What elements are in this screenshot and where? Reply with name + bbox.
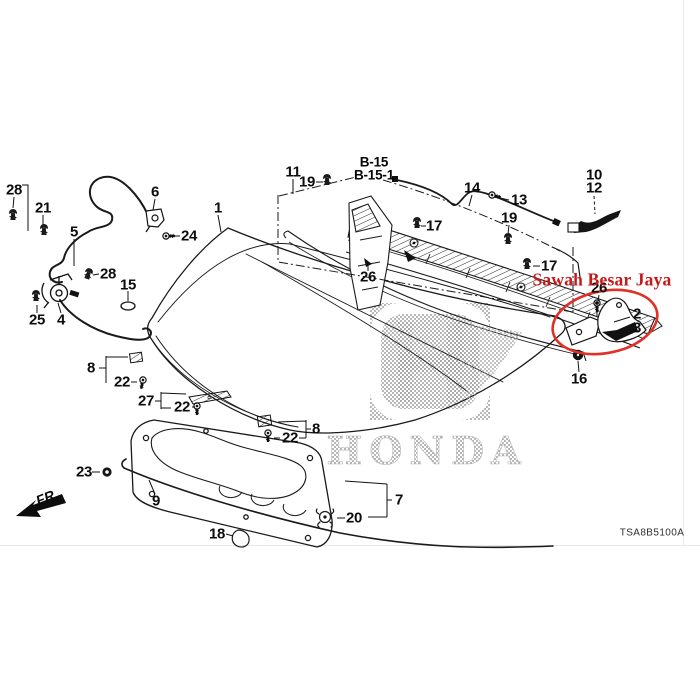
clip-icon — [522, 257, 532, 270]
bolt-icon — [192, 401, 202, 417]
bolt-icon — [136, 375, 148, 391]
molding-strip-icon — [188, 390, 232, 405]
seal-fastener-icon — [315, 508, 335, 528]
hood-seal-drawing — [121, 458, 554, 549]
clip-icon — [39, 223, 49, 236]
seal-ring-icon — [120, 301, 136, 311]
clip-icon — [128, 351, 144, 364]
section-reference: B-15 B-15-1 — [353, 154, 395, 182]
honda-text-watermark: HONDA — [326, 428, 527, 474]
clip-icon — [31, 289, 41, 302]
seller-watermark-text: Sawah Besar Jaya — [532, 269, 672, 290]
cowl-side-bracket-drawing — [567, 195, 621, 233]
washer-tube-drawing — [392, 176, 561, 227]
clip-icon — [256, 414, 273, 428]
diagram-code: TSA8B5100A — [619, 527, 685, 539]
clip-icon — [8, 208, 18, 221]
section-ref-line1: B-15 — [359, 154, 389, 170]
pointer-triangle-icon — [364, 258, 372, 267]
hood-insulator-drawing — [130, 419, 333, 548]
section-ref-line2: B-15-1 — [353, 167, 395, 182]
fr-arrow-icon — [16, 494, 66, 517]
red-highlight-ellipse — [551, 288, 659, 356]
hardware-icons — [8, 173, 532, 477]
hood-release-cable-drawing — [48, 175, 152, 341]
windshield-corner-tone — [452, 322, 522, 402]
hood-lock-drawing — [41, 273, 73, 309]
clip-icon — [412, 216, 422, 229]
clip-icon — [82, 266, 95, 281]
bolt-icon — [263, 428, 273, 444]
seal-clip-icon — [231, 529, 250, 548]
leader-lines — [12, 179, 631, 537]
hood-latch-drawing — [145, 208, 165, 233]
grommet-icon — [102, 467, 112, 477]
cowl-top-drawing — [345, 195, 663, 402]
svg-text:HONDA: HONDA — [326, 428, 527, 473]
clip-icon — [503, 232, 513, 245]
